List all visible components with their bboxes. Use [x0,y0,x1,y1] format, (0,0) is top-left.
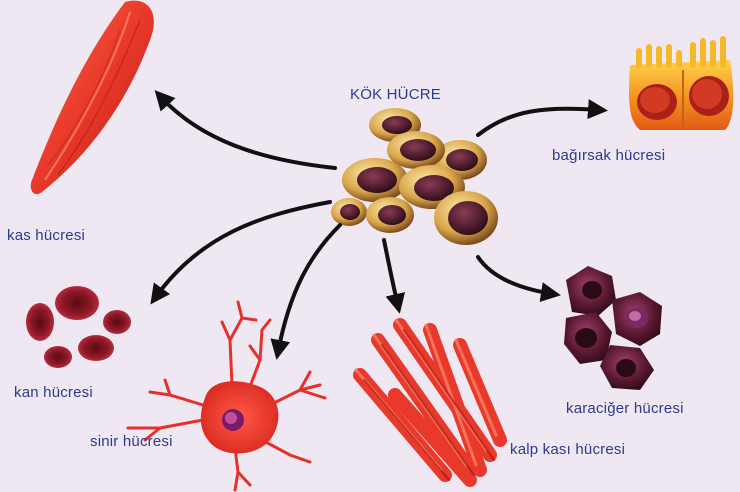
arrow-to-intestine [476,99,608,137]
arrow-to-muscle [154,90,337,170]
label-muscle-cell: kas hücresi [7,227,86,244]
label-intestine-cell: bağırsak hücresi [552,147,666,164]
arrow-to-blood [150,200,332,305]
label-stem-cell: KÖK HÜCRE [350,86,441,103]
nerve-cell-illustration [126,300,327,492]
label-blood-cell: kan hücresi [14,384,93,401]
blood-cell-illustration [26,286,131,368]
label-nerve-cell: sinir hücresi [90,433,173,450]
label-liver-cell: karaciğer hücresi [566,400,684,417]
intestine-cell-illustration [629,36,734,130]
label-heart-muscle-cell: kalp kası hücresi [510,441,626,458]
arrow-to-liver [476,255,561,303]
heart-muscle-cell-illustration [353,318,507,487]
liver-cell-illustration [564,266,662,390]
stem-cell-cluster-illustration [331,108,498,245]
arrows [150,90,608,360]
arrow-to-nerve [270,223,342,360]
arrow-to-heart [382,238,406,314]
muscle-cell-illustration [30,0,154,195]
